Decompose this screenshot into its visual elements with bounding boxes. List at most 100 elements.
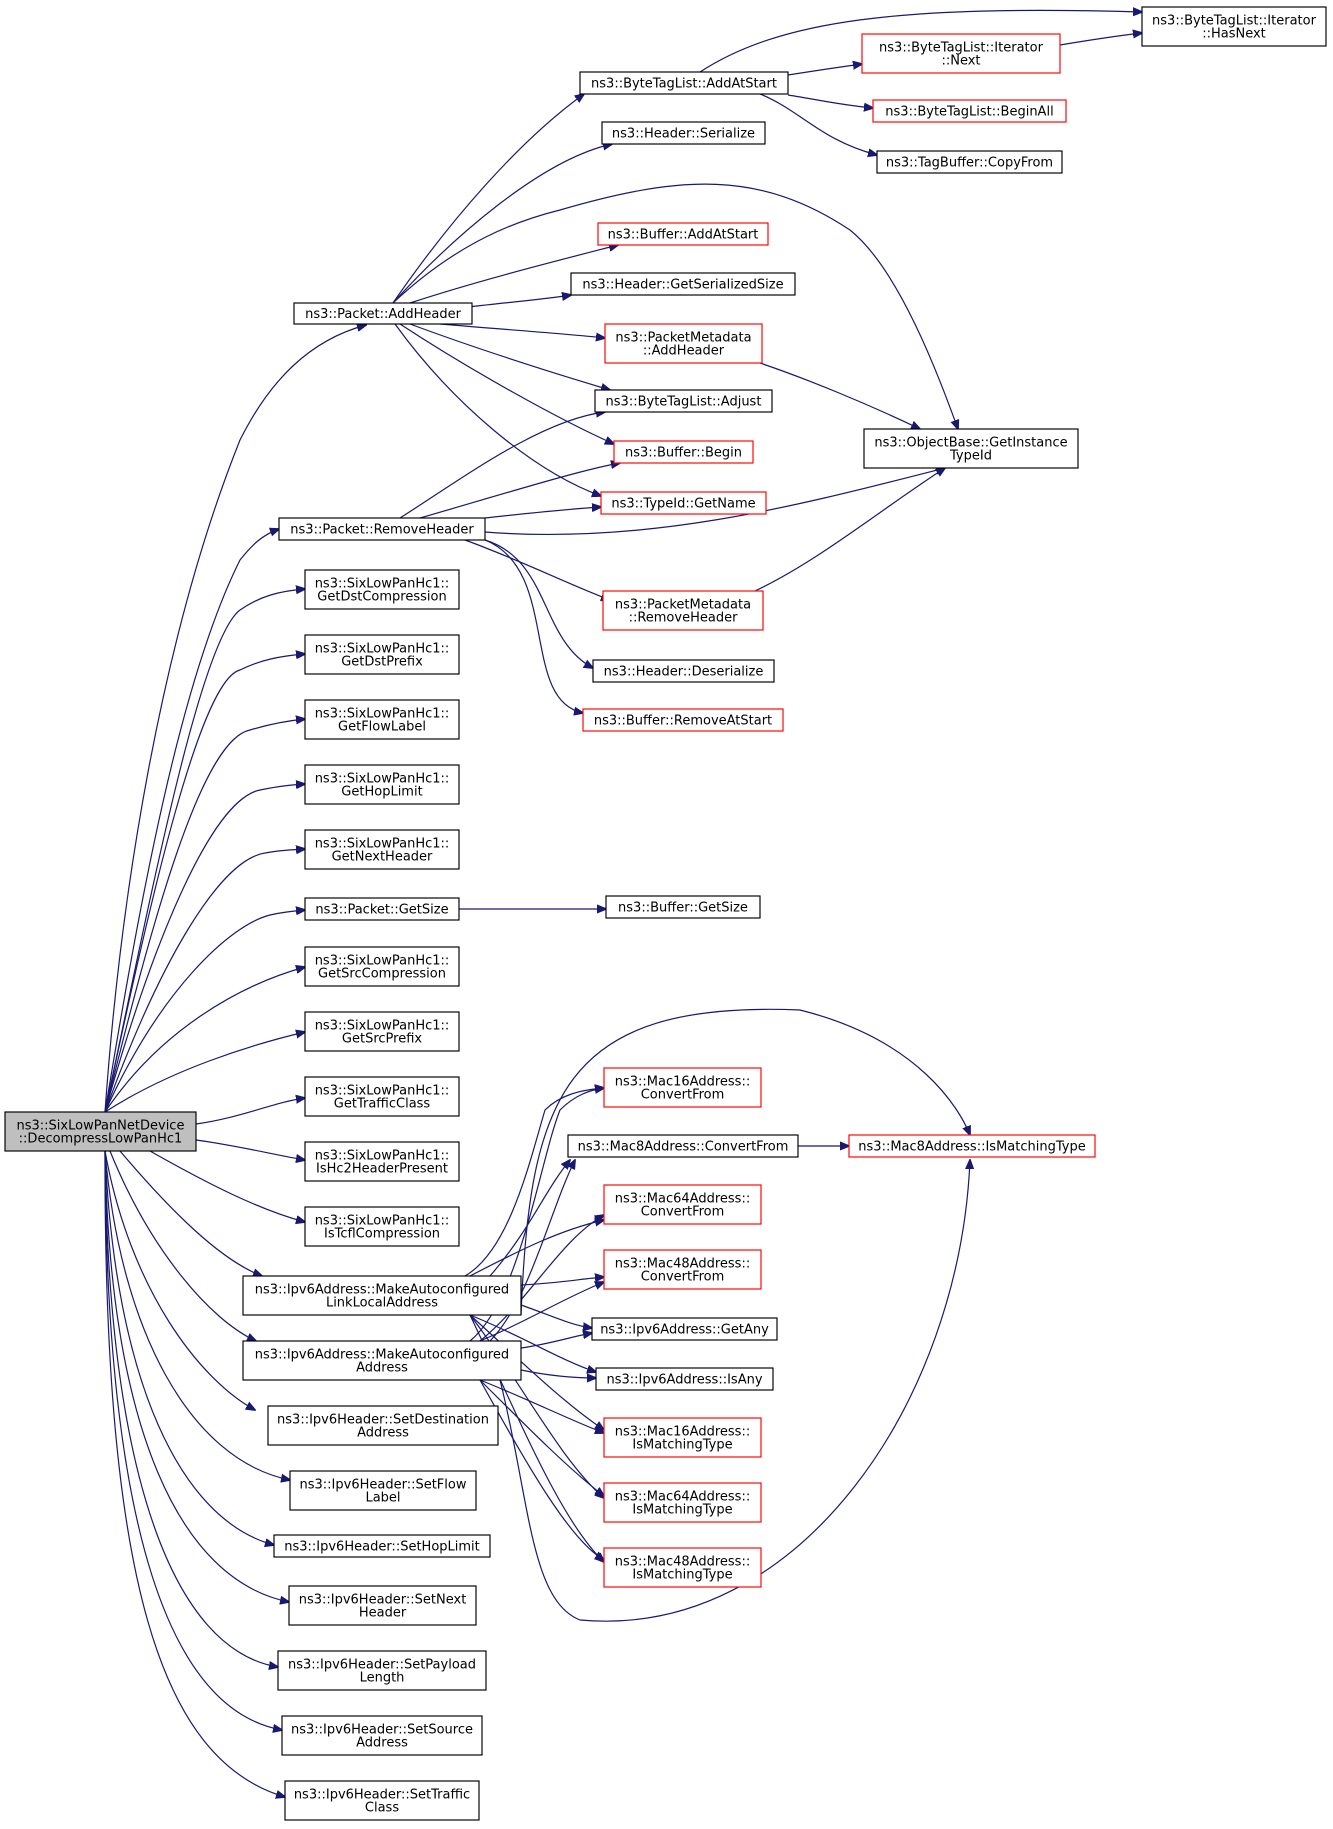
edge-line — [394, 323, 601, 496]
node-root[interactable]: ns3::SixLowPanNetDevice::DecompressLowPa… — [4, 1111, 197, 1152]
node-label: ConvertFrom — [641, 1088, 725, 1103]
node-box — [605, 895, 761, 919]
node-makeLL[interactable]: ns3::Ipv6Address::MakeAutoconfiguredLink… — [242, 1275, 522, 1316]
node-btlAdjust[interactable]: ns3::ByteTagList::Adjust — [594, 389, 773, 413]
node-getDstCompression[interactable]: ns3::SixLowPanHc1::GetDstCompression — [304, 569, 460, 610]
node-m16Match[interactable]: ns3::Mac16Address::IsMatchingType — [603, 1417, 762, 1458]
node-btlAddAtStart[interactable]: ns3::ByteTagList::AddAtStart — [579, 71, 789, 95]
edge-line — [104, 589, 305, 1113]
node-box — [595, 1367, 774, 1391]
node-getSrcPrefix[interactable]: ns3::SixLowPanHc1::GetSrcPrefix — [304, 1011, 460, 1052]
edge-line — [520, 1333, 592, 1349]
node-m48Convert[interactable]: ns3::Mac48Address::ConvertFrom — [603, 1249, 762, 1290]
node-label: GetNextHeader — [332, 850, 433, 865]
edge-line — [399, 323, 614, 444]
node-label: ConvertFrom — [641, 1205, 725, 1220]
edge-removeHeader-to-bufRemoveAtStart — [484, 539, 583, 713]
node-label: ns3::ByteTagList::Adjust — [606, 395, 762, 410]
node-addHeader[interactable]: ns3::Packet::AddHeader — [293, 302, 473, 325]
edge-root-to-getSrcPrefix — [104, 1032, 305, 1113]
node-m8Convert[interactable]: ns3::Mac8Address::ConvertFrom — [567, 1134, 799, 1158]
node-getSize[interactable]: ns3::Packet::GetSize — [304, 897, 460, 921]
edge-line — [469, 1220, 604, 1277]
edge-line — [104, 719, 305, 1113]
edge-root-to-getHopLimit — [104, 784, 305, 1113]
node-box — [592, 659, 775, 683]
node-getTrafficClass[interactable]: ns3::SixLowPanHc1::GetTrafficClass — [304, 1076, 460, 1117]
edge-btlAddAtStart-to-iterNext — [787, 64, 862, 76]
node-label: ns3::Mac64Address:: — [615, 1490, 750, 1505]
edge-line — [104, 967, 305, 1113]
edge-line — [104, 1150, 285, 1797]
node-bufBegin[interactable]: ns3::Buffer::Begin — [613, 440, 754, 464]
node-bufAddAtStart[interactable]: ns3::Buffer::AddAtStart — [597, 222, 769, 246]
node-bufGetSize[interactable]: ns3::Buffer::GetSize — [605, 895, 761, 919]
node-box — [594, 389, 773, 413]
node-iterHasNext[interactable]: ns3::ByteTagList::Iterator::HasNext — [1141, 6, 1327, 47]
node-m64Convert[interactable]: ns3::Mac64Address::ConvertFrom — [603, 1184, 762, 1225]
node-m64Match[interactable]: ns3::Mac64Address::IsMatchingType — [603, 1482, 762, 1523]
node-label: ns3::ByteTagList::Iterator — [879, 41, 1044, 56]
node-makeAddr[interactable]: ns3::Ipv6Address::MakeAutoconfiguredAddr… — [242, 1340, 522, 1381]
edge-root-to-setFlow — [104, 1150, 290, 1480]
node-ipv6IsAny[interactable]: ns3::Ipv6Address::IsAny — [595, 1367, 774, 1391]
node-label: GetHopLimit — [341, 785, 422, 800]
edge-line — [464, 539, 610, 600]
node-box — [281, 1715, 483, 1756]
node-m48Match[interactable]: ns3::Mac48Address::IsMatchingType — [603, 1547, 762, 1588]
node-label: ns3::SixLowPanNetDevice — [17, 1119, 185, 1134]
edge-line — [759, 362, 920, 429]
node-hdrGetSerSize[interactable]: ns3::Header::GetSerializedSize — [570, 272, 796, 296]
edge-line — [104, 529, 279, 1113]
edge-line — [104, 1150, 289, 1602]
node-tagCopyFrom[interactable]: ns3::TagBuffer::CopyFrom — [876, 150, 1063, 174]
node-getDstPrefix[interactable]: ns3::SixLowPanHc1::GetDstPrefix — [304, 634, 460, 675]
node-hdrSerialize[interactable]: ns3::Header::Serialize — [601, 121, 766, 145]
node-label: ::DecompressLowPanHc1 — [19, 1132, 183, 1147]
node-isTcfl[interactable]: ns3::SixLowPanHc1::IsTcflCompression — [304, 1206, 460, 1247]
node-bufRemoveAtStart[interactable]: ns3::Buffer::RemoveAtStart — [582, 708, 784, 732]
node-typeGetName[interactable]: ns3::TypeId::GetName — [600, 491, 767, 515]
node-label: ns3::Header::Deserialize — [604, 665, 764, 680]
node-pmRemoveHeader[interactable]: ns3::PacketMetadata::RemoveHeader — [602, 590, 764, 631]
node-label: ns3::Ipv6Header::SetFlow — [300, 1478, 467, 1493]
node-box — [579, 71, 789, 95]
node-box — [304, 764, 460, 805]
node-box — [293, 302, 473, 325]
node-getSrcCompression[interactable]: ns3::SixLowPanHc1::GetSrcCompression — [304, 946, 460, 987]
edge-root-to-isTcfl — [149, 1150, 305, 1222]
node-label: ns3::Header::GetSerializedSize — [582, 278, 783, 293]
node-removeHeader[interactable]: ns3::Packet::RemoveHeader — [278, 517, 486, 541]
node-getHopLimit[interactable]: ns3::SixLowPanHc1::GetHopLimit — [304, 764, 460, 805]
node-getNextHeader[interactable]: ns3::SixLowPanHc1::GetNextHeader — [304, 829, 460, 870]
node-label: ns3::Ipv6Header::SetDestination — [277, 1413, 489, 1428]
node-m16Convert[interactable]: ns3::Mac16Address::ConvertFrom — [603, 1067, 762, 1108]
node-label: ns3::Buffer::AddAtStart — [608, 228, 759, 243]
node-label: Address — [356, 1361, 408, 1376]
node-btlBeginAll[interactable]: ns3::ByteTagList::BeginAll — [872, 99, 1067, 123]
edge-makeAddr-to-ipv6GetAny — [520, 1333, 592, 1349]
edge-line — [479, 1215, 604, 1342]
edge-makeAddr-to-m64Convert — [479, 1215, 604, 1342]
node-hdrDeserialize[interactable]: ns3::Header::Deserialize — [592, 659, 775, 683]
edge-line — [149, 1150, 305, 1222]
node-label: GetDstPrefix — [341, 655, 423, 670]
node-pmAddHeader[interactable]: ns3::PacketMetadata::AddHeader — [604, 323, 763, 364]
node-getFlowLabel[interactable]: ns3::SixLowPanHc1::GetFlowLabel — [304, 699, 460, 740]
node-ipv6GetAny[interactable]: ns3::Ipv6Address::GetAny — [591, 1317, 778, 1341]
edge-line — [469, 1314, 604, 1430]
node-box — [603, 1184, 762, 1225]
edge-line — [484, 468, 945, 536]
node-setHop[interactable]: ns3::Ipv6Header::SetHopLimit — [273, 1534, 491, 1558]
node-iterNext[interactable]: ns3::ByteTagList::Iterator::Next — [861, 33, 1061, 74]
node-m8Match[interactable]: ns3::Mac8Address::IsMatchingType — [848, 1134, 1096, 1158]
node-isHc2[interactable]: ns3::SixLowPanHc1::IsHc2HeaderPresent — [304, 1141, 460, 1182]
node-label: Class — [365, 1801, 399, 1816]
